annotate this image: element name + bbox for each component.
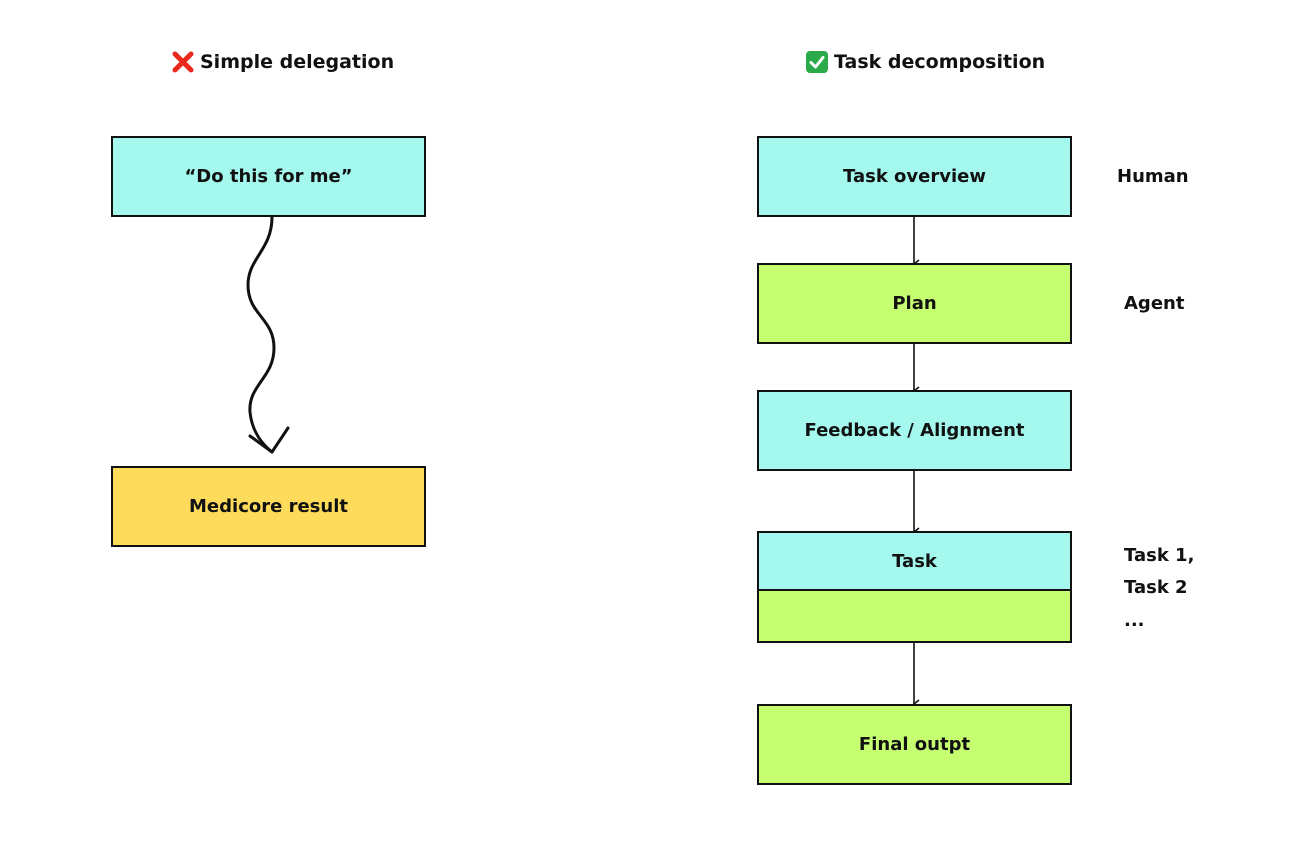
final-output-box: Final outpt: [757, 704, 1072, 785]
task-box: Task: [757, 531, 1072, 591]
side-label-human: Human: [1117, 166, 1189, 187]
left-heading-text: Simple delegation: [200, 51, 395, 73]
left-heading: Simple delegation: [172, 48, 394, 76]
plan-label: Plan: [892, 293, 937, 314]
final-output-label: Final outpt: [858, 734, 971, 755]
task-overview-label: Task overview: [843, 166, 986, 187]
wavy-arrowhead: [248, 426, 290, 454]
wavy-arrow: [246, 215, 276, 454]
feedback-box: Feedback / Alignment: [757, 390, 1072, 471]
side-label-ellipsis: ...: [1124, 610, 1145, 631]
result-box: Medicore result: [111, 466, 426, 547]
right-heading: Task decomposition: [806, 48, 1045, 76]
feedback-label: Feedback / Alignment: [804, 420, 1025, 441]
request-box-label: “Do this for me”: [184, 166, 353, 187]
result-box-label: Medicore result: [189, 496, 348, 517]
task-label: Task: [892, 550, 937, 572]
red-cross-icon: [172, 51, 194, 73]
task-subtask-box: [757, 589, 1072, 643]
side-label-task2: Task 2: [1124, 577, 1188, 598]
side-label-agent: Agent: [1124, 293, 1185, 314]
green-check-icon: [806, 51, 828, 73]
side-label-task1: Task 1,: [1124, 545, 1195, 566]
right-heading-text: Task decomposition: [834, 51, 1046, 73]
task-overview-box: Task overview: [757, 136, 1072, 217]
plan-box: Plan: [757, 263, 1072, 344]
request-box: “Do this for me”: [111, 136, 426, 217]
